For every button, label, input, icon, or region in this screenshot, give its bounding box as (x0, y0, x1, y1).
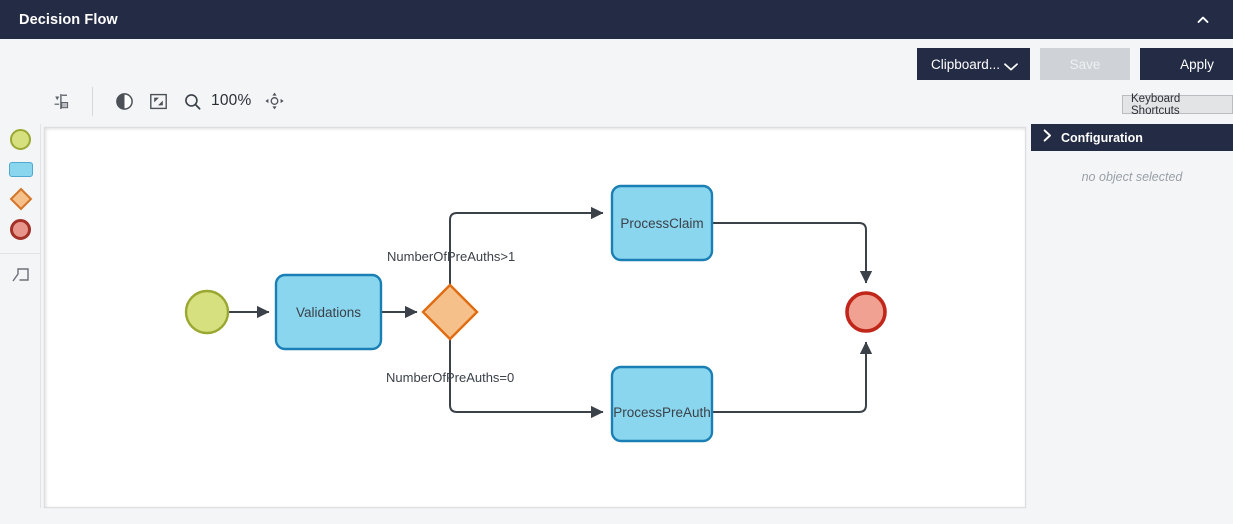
chevron-down-icon (1003, 60, 1019, 75)
palette-item-end-event[interactable] (0, 214, 41, 244)
chevron-up-icon[interactable] (1186, 0, 1220, 39)
titlebar: Decision Flow (0, 0, 1233, 39)
pan-move-icon[interactable] (257, 84, 291, 118)
action-bar: Clipboard... Save Apply (0, 39, 1233, 89)
clipboard-label: Clipboard... (931, 56, 1001, 72)
edge-label-lower: NumberOfPreAuths=0 (386, 370, 514, 385)
edge-label-upper: NumberOfPreAuths>1 (387, 249, 515, 264)
start-event-icon (10, 128, 31, 150)
toolbar-divider (92, 86, 93, 116)
palette-item-task[interactable] (0, 154, 41, 184)
edge-gateway-to-processclaim[interactable] (449, 206, 604, 285)
magnifier-icon[interactable] (175, 84, 209, 118)
apply-button[interactable]: Apply (1140, 48, 1233, 80)
node-task-processpreauth[interactable]: ProcessPreAuth (610, 365, 714, 443)
edge-processpreauth-to-end[interactable] (712, 341, 873, 413)
node-start-event[interactable] (184, 289, 230, 335)
node-end-event[interactable] (845, 291, 887, 333)
configuration-header[interactable]: Configuration (1031, 124, 1233, 151)
connector-icon (10, 265, 32, 290)
configuration-title: Configuration (1061, 130, 1143, 145)
save-button[interactable]: Save (1040, 48, 1130, 80)
clipboard-dropdown-button[interactable]: Clipboard... (917, 48, 1030, 80)
fit-to-screen-icon[interactable] (141, 84, 175, 118)
node-label-processclaim: ProcessClaim (620, 216, 703, 231)
palette-item-gateway[interactable] (0, 184, 41, 214)
palette-item-start-event[interactable] (0, 124, 41, 154)
chevron-right-icon (1043, 128, 1052, 147)
palette-item-connector[interactable] (0, 262, 41, 292)
keyboard-shortcuts-button[interactable]: Keyboard Shortcuts (1122, 93, 1233, 117)
zoom-level-label: 100% (211, 92, 252, 109)
edge-gateway-to-processpreauth[interactable] (449, 339, 604, 419)
palette-divider (0, 253, 41, 254)
node-task-processclaim[interactable]: ProcessClaim (610, 184, 714, 262)
task-icon (8, 161, 33, 177)
edge-processclaim-to-end[interactable] (712, 222, 873, 284)
align-distribute-icon[interactable] (44, 84, 78, 118)
page-title: Decision Flow (19, 11, 118, 28)
canvas-toolbar: 100% (44, 83, 854, 119)
contrast-icon[interactable] (107, 84, 141, 118)
configuration-empty-message: no object selected (1081, 170, 1183, 184)
node-label-validations: Validations (296, 305, 361, 320)
node-task-validations[interactable]: Validations (274, 273, 383, 351)
configuration-panel: Configuration no object selected (1031, 124, 1233, 524)
end-event-icon (10, 218, 31, 240)
node-label-processpreauth: ProcessPreAuth (613, 405, 711, 420)
diagram-canvas[interactable]: NumberOfPreAuths>1 NumberOfPreAuths=0 Va… (44, 127, 1026, 508)
shape-palette (0, 124, 41, 508)
gateway-icon (9, 187, 32, 211)
node-gateway[interactable] (421, 283, 479, 341)
